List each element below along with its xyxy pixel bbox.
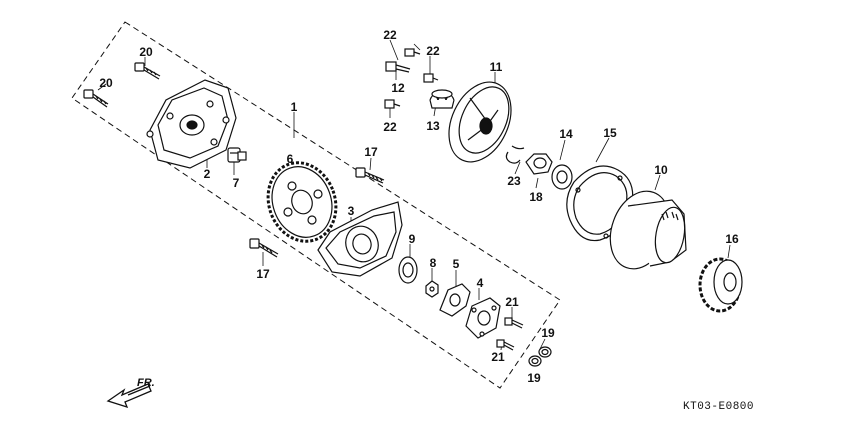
callout-5: 5 (453, 257, 460, 271)
callout-12: 12 (391, 81, 405, 95)
callout-6: 6 (287, 152, 294, 166)
callout-9: 9 (409, 232, 416, 246)
washer-19 (528, 346, 552, 367)
callout-8: 8 (430, 256, 437, 270)
callout-22-c: 22 (383, 120, 397, 134)
callout-10: 10 (654, 163, 668, 177)
pump-gasket (439, 283, 471, 317)
screw-21-lower (496, 339, 515, 351)
leader-lines (97, 39, 731, 351)
inner-rotor (425, 280, 439, 298)
front-arrow-icon (106, 383, 152, 409)
diagram-code: KT03-E0800 (683, 401, 754, 413)
pump-cover (146, 79, 237, 169)
callout-22-b: 22 (426, 44, 440, 58)
drive-gear (266, 161, 338, 243)
callout-18: 18 (529, 190, 543, 204)
callout-2: 2 (204, 167, 211, 181)
direction-label: FR. (137, 377, 155, 389)
callout-17-lower: 17 (256, 267, 270, 281)
callout-3: 3 (348, 204, 355, 218)
spring (429, 89, 455, 109)
retaining-clip (505, 145, 525, 164)
callout-23: 23 (507, 174, 521, 188)
callout-1: 1 (291, 100, 298, 114)
bolt-20-upper (134, 62, 161, 80)
callout-21-lower: 21 (491, 350, 505, 364)
pump-plate (465, 297, 501, 339)
callout-22-a: 22 (383, 28, 397, 42)
callout-20-upper: 20 (139, 45, 153, 59)
callout-19-upper: 19 (541, 326, 555, 340)
outer-rotor (398, 256, 418, 284)
bolt-17-upper (355, 167, 385, 184)
primary-gear (698, 257, 743, 313)
callout-17-upper: 17 (364, 145, 378, 159)
screw-21-upper (504, 317, 524, 329)
clutch-housing (609, 190, 687, 270)
callout-20-lower: 20 (99, 76, 113, 90)
callout-14: 14 (559, 127, 573, 141)
thrust-washer (551, 164, 573, 190)
callout-16: 16 (725, 232, 739, 246)
bolt-20-lower (83, 89, 109, 108)
pump-body (317, 201, 403, 277)
callout-13: 13 (426, 119, 440, 133)
assembly-frame (71, 21, 561, 389)
lock-nut (525, 153, 553, 175)
bolt-22-b (423, 73, 439, 83)
callout-15: 15 (603, 126, 617, 140)
callout-11: 11 (490, 60, 503, 74)
bolt-12 (385, 61, 411, 73)
callout-7: 7 (233, 176, 240, 190)
clutch-gasket (566, 165, 634, 242)
bolt-17-lower (249, 238, 279, 258)
callout-19-lower: 19 (527, 371, 541, 385)
fitting (227, 147, 247, 163)
callout-labels: 1 2 3 4 5 6 7 8 9 10 11 12 13 14 15 16 1… (99, 28, 754, 413)
callout-4: 4 (477, 276, 484, 290)
clutch-drum (448, 81, 512, 163)
bolt-22-c (384, 99, 401, 109)
bolt-22-a (404, 48, 421, 57)
callout-21-upper: 21 (505, 295, 519, 309)
